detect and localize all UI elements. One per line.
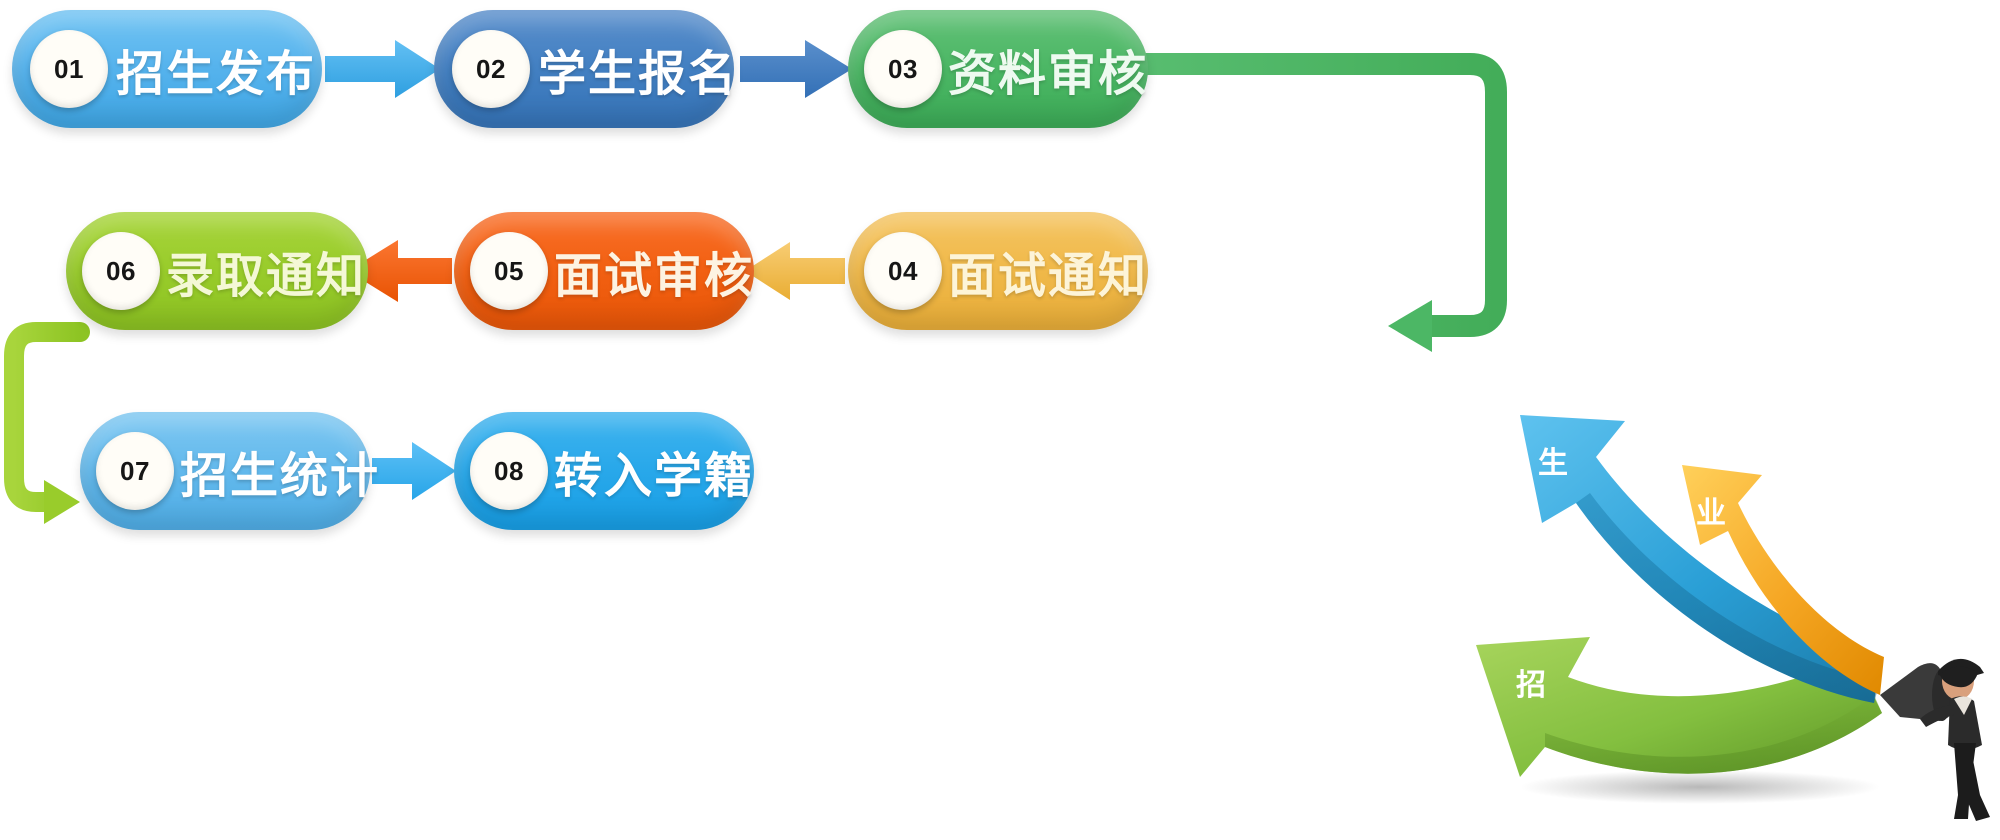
orange-arrow: 业 (1682, 465, 1884, 695)
step-label-03: 资料审核 (948, 48, 1149, 101)
step-label-06: 录取通知 (166, 250, 367, 303)
person-body (1948, 696, 1982, 750)
ground-shadow (1520, 770, 1880, 804)
connector-07-to-08 (372, 442, 456, 500)
green-arrow: 招 (1476, 637, 1882, 777)
connector-06-to-07 (3, 322, 90, 524)
step-badge-01: 01 (30, 30, 108, 108)
person-shirt (1954, 696, 1972, 715)
step-label-02: 学生报名 (538, 48, 739, 101)
step-node-07[interactable]: 07 招生统计 (80, 412, 378, 530)
step-node-03[interactable]: 03 资料审核 (848, 10, 1148, 128)
step-badge-04: 04 (864, 232, 942, 310)
step-label-05: 面试审核 (554, 250, 755, 303)
orange-arrow-char: 业 (1696, 497, 1726, 530)
step-label-07: 招生统计 (180, 450, 381, 503)
connector-04-to-05 (745, 242, 845, 300)
person-arm (1920, 705, 1954, 727)
step-node-08[interactable]: 08 转入学籍 (454, 412, 754, 530)
megaphone-person (1880, 658, 1990, 821)
connector-02-to-03 (740, 40, 852, 98)
step-badge-05: 05 (470, 232, 548, 310)
step-badge-08: 08 (470, 432, 548, 510)
step-node-01[interactable]: 01 招生发布 (12, 10, 322, 128)
person-hair (1940, 666, 1978, 688)
connector-01-to-02 (325, 40, 440, 98)
step-node-04[interactable]: 04 面试通知 (848, 212, 1148, 330)
step-label-08: 转入学籍 (554, 450, 755, 503)
blue-arrow-char: 生 (1538, 447, 1568, 480)
blue-arrow: 生 (1520, 415, 1880, 703)
step-label-04: 面试通知 (948, 250, 1149, 303)
step-badge-07: 07 (96, 432, 174, 510)
step-badge-06: 06 (82, 232, 160, 310)
step-node-06[interactable]: 06 录取通知 (66, 212, 368, 330)
step-label-01: 招生发布 (116, 48, 317, 101)
step-badge-02: 02 (452, 30, 530, 108)
step-badge-03: 03 (864, 30, 942, 108)
connector-03-to-04 (1129, 53, 1507, 352)
step-node-05[interactable]: 05 面试审核 (454, 212, 754, 330)
mascot-illustration: 招 生 业 (1476, 415, 1990, 821)
step-node-02[interactable]: 02 学生报名 (434, 10, 736, 128)
green-arrow-char: 招 (1516, 669, 1546, 702)
